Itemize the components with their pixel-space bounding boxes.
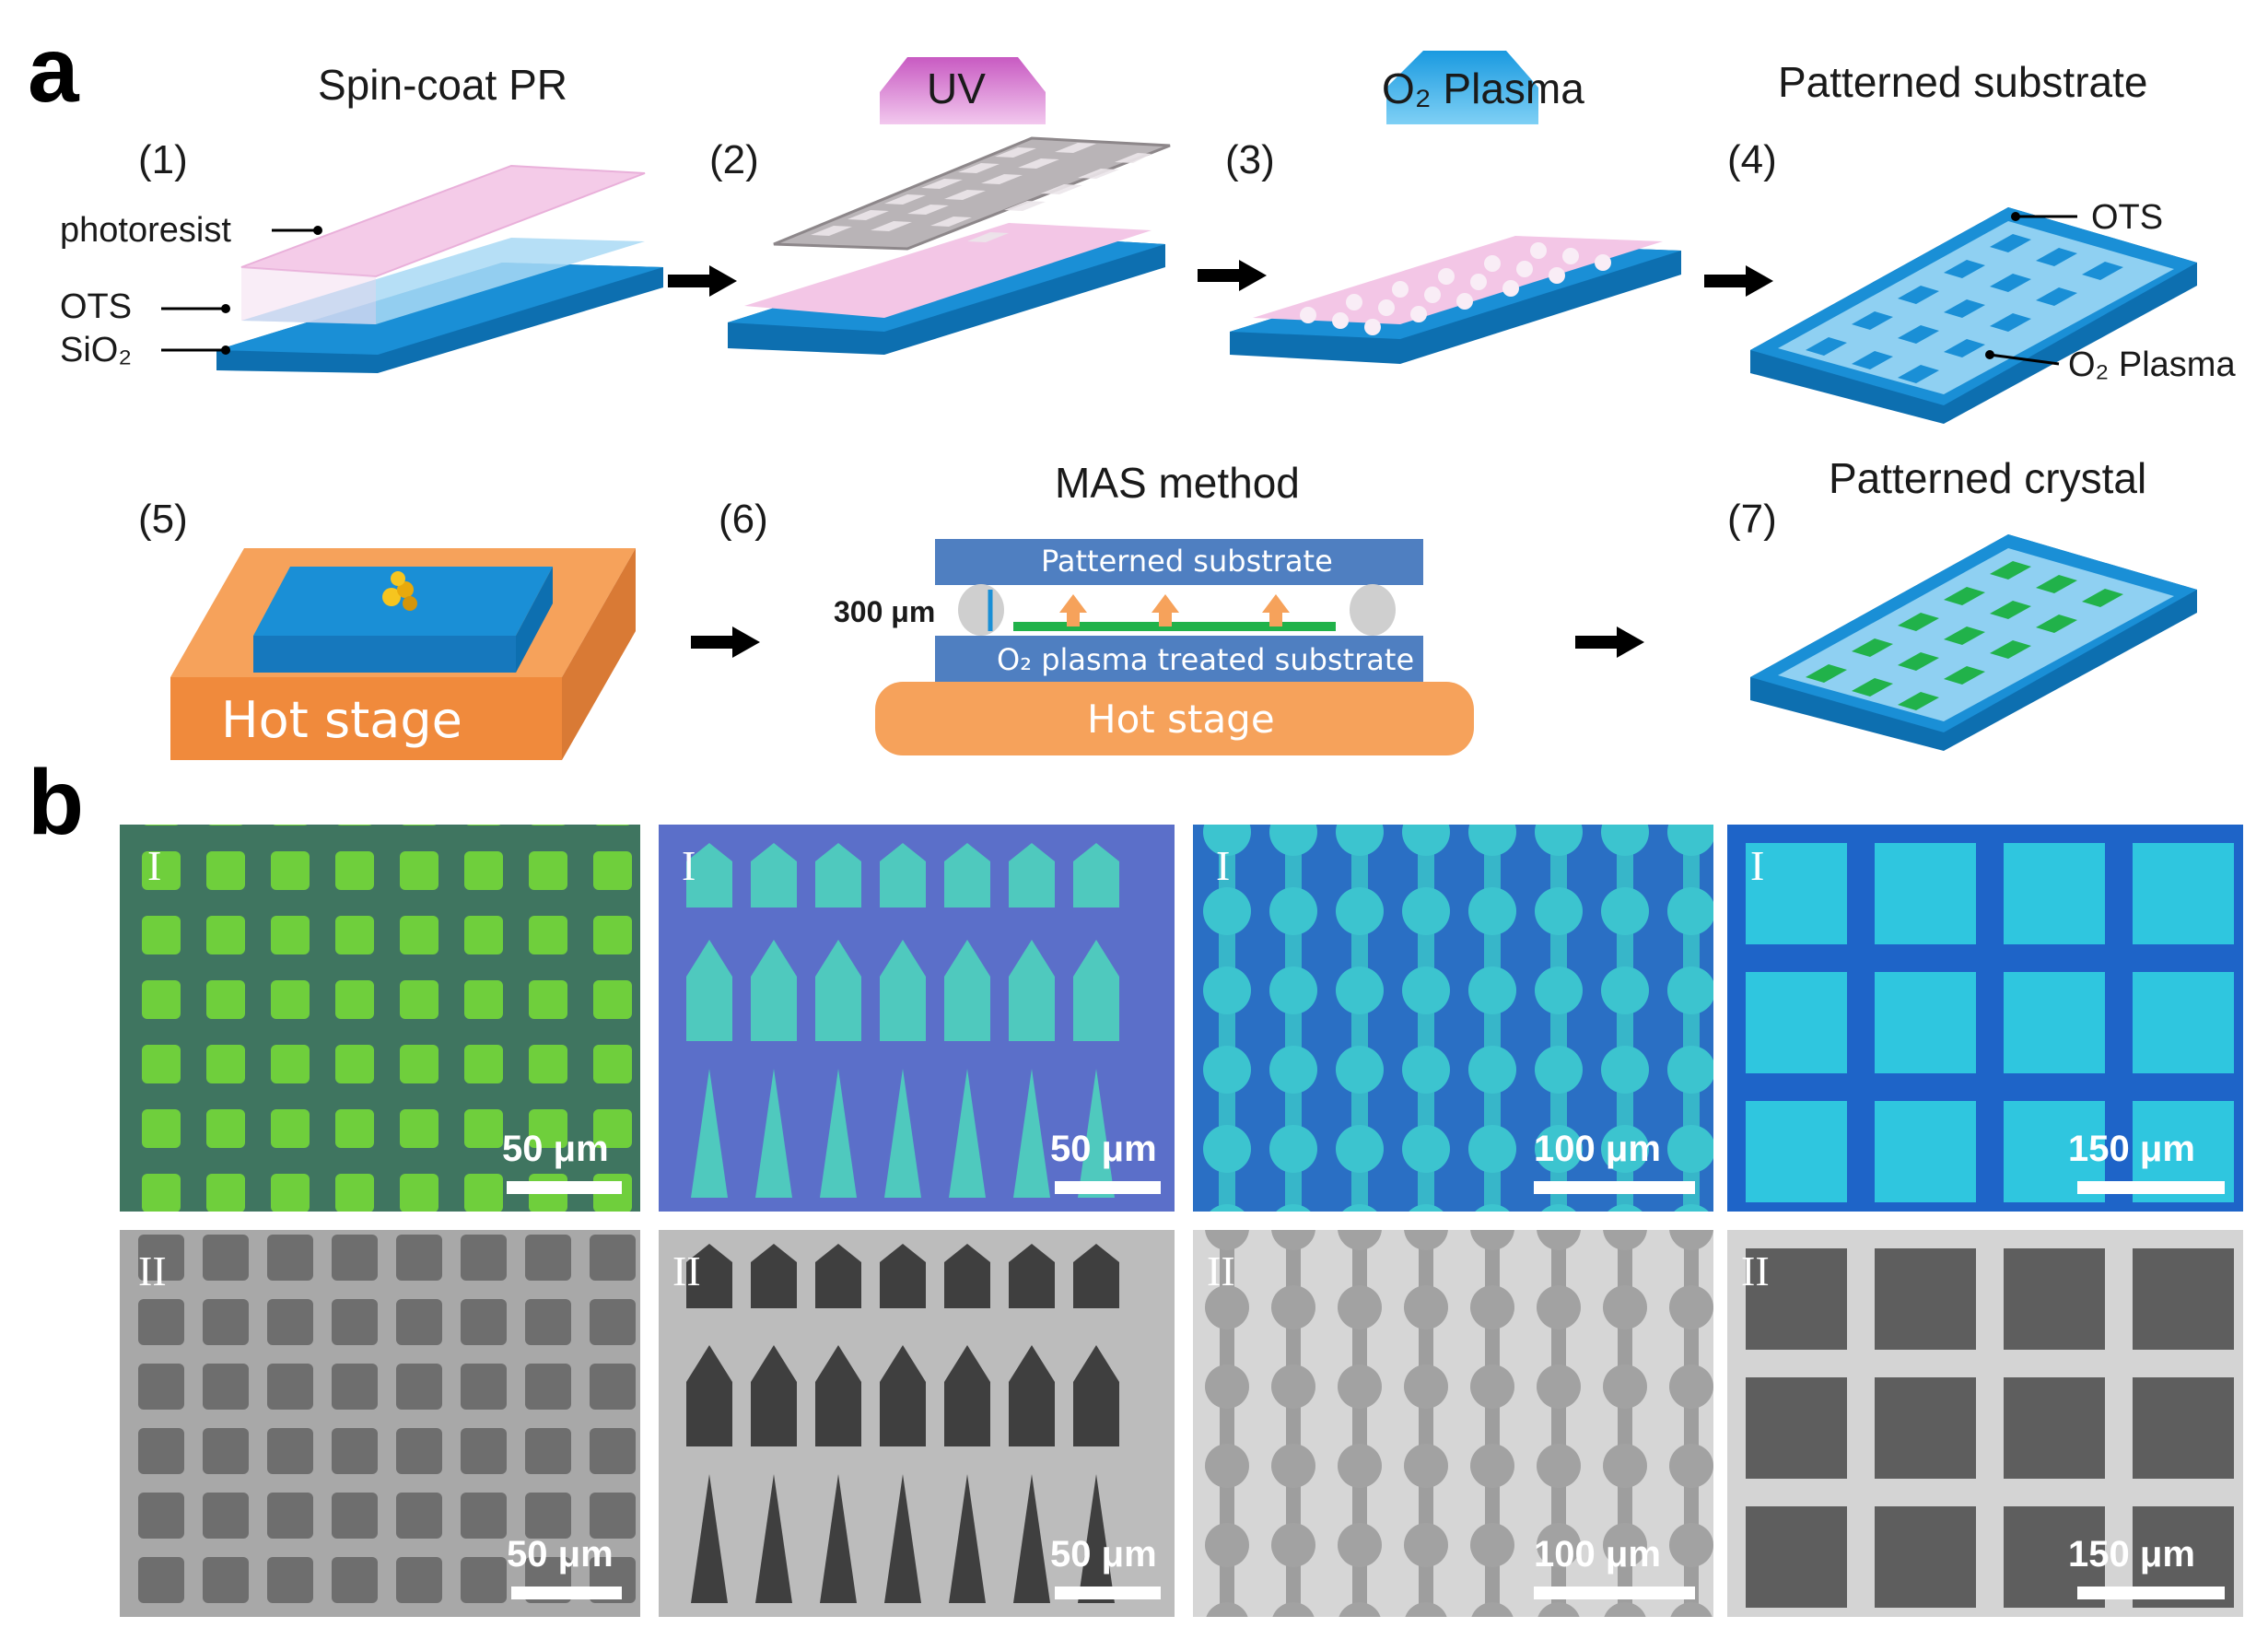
step4-number: (4) bbox=[1727, 137, 1777, 182]
plasma-source-icon bbox=[1386, 51, 1538, 124]
arrow-3-4 bbox=[1704, 265, 1773, 297]
crystal-powder-icon bbox=[382, 571, 417, 611]
step1-number: (1) bbox=[138, 137, 188, 182]
scalebar-text: 150 μm bbox=[2068, 1534, 2195, 1575]
step3-substrate bbox=[1230, 236, 1681, 364]
row-label-optical-1: I bbox=[147, 842, 161, 889]
sem-image-chains bbox=[1193, 1230, 1713, 1617]
scalebar-text: 100 μm bbox=[1534, 1129, 1661, 1169]
step4-title: Patterned substrate bbox=[1778, 58, 2147, 106]
scalebar-sem-1: 50 μm bbox=[507, 1534, 622, 1599]
optical-image-squares bbox=[120, 825, 640, 1212]
scalebar-sem-3: 100 μm bbox=[1534, 1534, 1695, 1599]
scalebar-text: 50 μm bbox=[507, 1534, 614, 1575]
mas-gap-label: 300 μm bbox=[834, 595, 935, 628]
arrow-1-2 bbox=[668, 265, 737, 297]
sem-image-pentagons bbox=[659, 1230, 1175, 1617]
row-label-optical-3: I bbox=[1216, 842, 1230, 889]
step2-substrate bbox=[728, 223, 1165, 355]
mas-stage-label: Hot stage bbox=[1087, 697, 1275, 742]
hot-stage-label: Hot stage bbox=[221, 691, 462, 749]
scalebar-optical-2: 50 μm bbox=[1050, 1129, 1161, 1194]
scalebar-text: 50 μm bbox=[502, 1129, 609, 1169]
sio2-label: SiO₂ bbox=[60, 331, 132, 369]
row-label-optical-2: I bbox=[682, 842, 696, 889]
step7-number: (7) bbox=[1727, 497, 1777, 542]
step3-number: (3) bbox=[1225, 137, 1275, 182]
step7-substrate bbox=[1750, 534, 2197, 751]
optical-image-grid bbox=[1727, 825, 2243, 1212]
step1-layer-stack bbox=[216, 164, 663, 373]
scalebar-text: 100 μm bbox=[1534, 1534, 1661, 1575]
scalebar-text: 50 μm bbox=[1050, 1534, 1157, 1575]
step6-title: MAS method bbox=[1055, 459, 1300, 507]
step5-number: (5) bbox=[138, 497, 188, 542]
scalebar-text: 50 μm bbox=[1050, 1129, 1157, 1169]
photoresist-label: photoresist bbox=[60, 211, 231, 250]
optical-image-chains bbox=[1193, 825, 1713, 1212]
step4-substrate bbox=[1750, 207, 2197, 424]
mas-setup bbox=[875, 539, 1474, 755]
row-label-sem-4: II bbox=[1741, 1247, 1770, 1294]
optical-image-pentagons bbox=[659, 825, 1175, 1212]
step2-title: UV bbox=[927, 64, 986, 112]
ots-label: OTS bbox=[60, 287, 132, 326]
step4-ots-label: OTS bbox=[2091, 198, 2163, 237]
scalebar-optical-3: 100 μm bbox=[1534, 1129, 1695, 1194]
scalebar-optical-4: 150 μm bbox=[2068, 1129, 2225, 1194]
mas-top-plate-label: Patterned substrate bbox=[1041, 544, 1333, 579]
scalebar-text: 150 μm bbox=[2068, 1129, 2195, 1169]
panel-a-letter: a bbox=[28, 18, 80, 122]
uv-lamp-icon bbox=[880, 57, 1046, 124]
scalebar-optical-1: 50 μm bbox=[502, 1129, 622, 1194]
step3-title: O₂ Plasma bbox=[1382, 64, 1584, 112]
scalebar-sem-2: 50 μm bbox=[1050, 1534, 1161, 1599]
row-label-sem-1: II bbox=[138, 1247, 167, 1294]
scalebar-sem-4: 150 μm bbox=[2068, 1534, 2225, 1599]
step2-number: (2) bbox=[709, 137, 759, 182]
sem-image-squares bbox=[120, 1230, 640, 1617]
panel-b-letter: b bbox=[28, 751, 84, 854]
arrow-6-7 bbox=[1575, 626, 1644, 658]
step6-number: (6) bbox=[719, 497, 768, 542]
row-label-optical-4: I bbox=[1750, 842, 1764, 889]
arrow-5-6 bbox=[691, 626, 760, 658]
step4-plasma-label: O₂ Plasma bbox=[2068, 345, 2236, 384]
row-label-sem-2: II bbox=[672, 1247, 701, 1294]
arrow-2-3 bbox=[1198, 260, 1267, 291]
hot-stage-block bbox=[170, 548, 636, 760]
row-label-sem-3: II bbox=[1207, 1247, 1235, 1294]
photomask bbox=[773, 136, 1171, 251]
step1-title: Spin-coat PR bbox=[318, 61, 567, 109]
step7-title: Patterned crystal bbox=[1829, 454, 2146, 502]
mas-bottom-plate-label: O₂ plasma treated substrate bbox=[997, 642, 1414, 677]
